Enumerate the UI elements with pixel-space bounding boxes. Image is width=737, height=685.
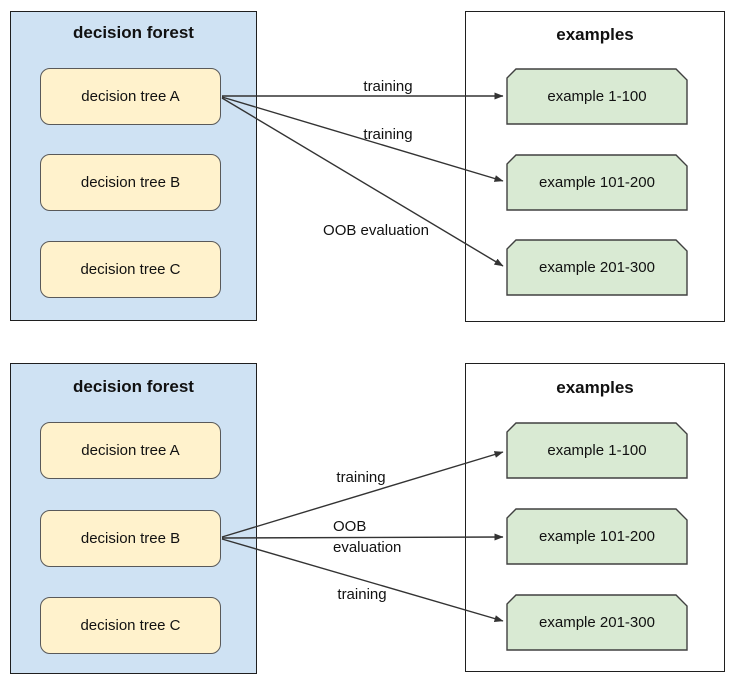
node-decision-tree-c-top: decision tree C bbox=[40, 241, 221, 298]
examples-title-bottom: examples bbox=[556, 378, 634, 397]
node-label: example 201-300 bbox=[539, 614, 655, 631]
node-example-101-200-shape-bottom bbox=[506, 508, 688, 565]
forest-title-top: decision forest bbox=[73, 23, 194, 42]
node-example-201-300-shape-top bbox=[506, 239, 688, 296]
node-example-1-100-label-bottom: example 1-100 bbox=[507, 423, 687, 478]
node-label: example 1-100 bbox=[547, 88, 647, 105]
node-example-1-100-label-top: example 1-100 bbox=[507, 69, 687, 124]
node-label: decision tree B bbox=[80, 174, 181, 191]
arrow-label-oob-evaluation-top: OOB evaluation bbox=[323, 222, 429, 239]
node-label: decision tree B bbox=[80, 530, 181, 547]
node-label: decision tree A bbox=[81, 442, 180, 459]
forest-title-bottom: decision forest bbox=[73, 377, 194, 396]
arrow-label-oob-evaluation-bottom: OOB evaluation bbox=[333, 518, 402, 556]
node-example-201-300-label-bottom: example 201-300 bbox=[507, 595, 687, 650]
examples-title-top: examples bbox=[556, 25, 634, 44]
arrow-treeA-oob-example-201-300 bbox=[221, 97, 504, 267]
arrow-treeB-training-example-1-100 bbox=[221, 451, 504, 538]
node-decision-tree-a-top: decision tree A bbox=[40, 68, 221, 125]
node-label: decision tree C bbox=[80, 261, 181, 278]
node-decision-tree-b-top: decision tree B bbox=[40, 154, 221, 211]
arrow-treeA-training-example-101-200 bbox=[221, 96, 504, 182]
arrow-label-training-1-top: training bbox=[363, 78, 413, 95]
node-decision-tree-a-bottom: decision tree A bbox=[40, 422, 221, 479]
arrow-label-training-1-bottom: training bbox=[336, 469, 386, 486]
node-label: decision tree A bbox=[81, 88, 180, 105]
node-label: example 201-300 bbox=[539, 259, 655, 276]
node-example-201-300-shape-bottom bbox=[506, 594, 688, 651]
node-example-1-100-shape-bottom bbox=[506, 422, 688, 479]
node-example-101-200-shape-top bbox=[506, 154, 688, 211]
node-decision-tree-c-bottom: decision tree C bbox=[40, 597, 221, 654]
node-label: decision tree C bbox=[80, 617, 181, 634]
node-label: example 1-100 bbox=[547, 442, 647, 459]
arrow-treeB-oob-example-101-200 bbox=[221, 533, 504, 541]
node-decision-tree-b-bottom: decision tree B bbox=[40, 510, 221, 567]
node-example-1-100-shape-top bbox=[506, 68, 688, 125]
arrow-label-training-2-top: training bbox=[363, 126, 413, 143]
node-example-201-300-label-top: example 201-300 bbox=[507, 240, 687, 295]
node-label: example 101-200 bbox=[539, 528, 655, 545]
arrow-treeB-training-example-201-300 bbox=[221, 538, 504, 622]
node-example-101-200-label-bottom: example 101-200 bbox=[507, 509, 687, 564]
node-example-101-200-label-top: example 101-200 bbox=[507, 155, 687, 210]
node-label: example 101-200 bbox=[539, 174, 655, 191]
arrow-label-training-2-bottom: training bbox=[337, 586, 387, 603]
